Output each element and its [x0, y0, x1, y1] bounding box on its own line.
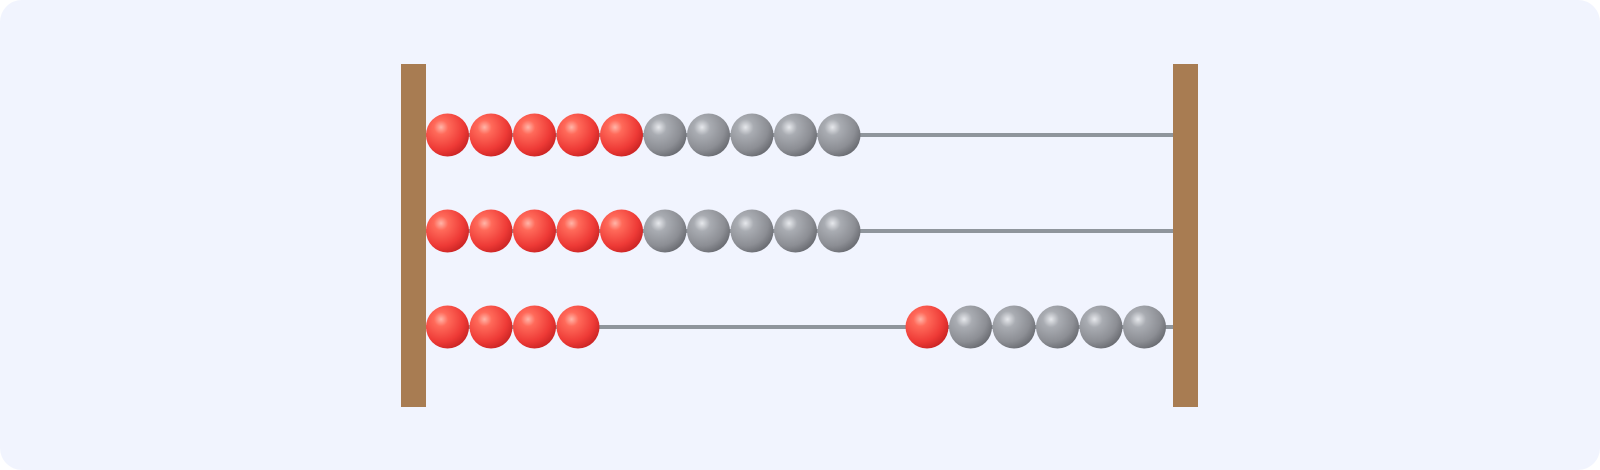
red-bead[interactable]	[556, 209, 600, 253]
red-bead[interactable]	[513, 113, 556, 157]
red-bead[interactable]	[600, 209, 643, 253]
gray-bead[interactable]	[1036, 305, 1079, 349]
gray-bead[interactable]	[643, 113, 687, 157]
gray-bead[interactable]	[687, 113, 730, 157]
gray-bead[interactable]	[774, 113, 817, 157]
red-bead[interactable]	[426, 305, 469, 349]
gray-bead[interactable]	[992, 305, 1036, 349]
gray-bead[interactable]	[1123, 305, 1166, 349]
gray-bead[interactable]	[774, 209, 817, 253]
red-bead[interactable]	[469, 305, 513, 349]
red-bead[interactable]	[513, 305, 556, 349]
right-frame-post	[1173, 64, 1198, 407]
red-bead[interactable]	[905, 305, 949, 349]
red-bead[interactable]	[600, 113, 643, 157]
red-bead[interactable]	[556, 113, 600, 157]
red-bead[interactable]	[426, 209, 469, 253]
gray-bead[interactable]	[730, 113, 774, 157]
red-bead[interactable]	[556, 305, 600, 349]
gray-bead[interactable]	[817, 113, 861, 157]
gray-bead[interactable]	[643, 209, 687, 253]
gray-bead[interactable]	[1079, 305, 1123, 349]
left-frame-post	[401, 64, 426, 407]
gray-bead[interactable]	[730, 209, 774, 253]
red-bead[interactable]	[469, 209, 513, 253]
red-bead[interactable]	[513, 209, 556, 253]
red-bead[interactable]	[426, 113, 469, 157]
gray-bead[interactable]	[817, 209, 861, 253]
gray-bead[interactable]	[949, 305, 992, 349]
red-bead[interactable]	[469, 113, 513, 157]
gray-bead[interactable]	[687, 209, 730, 253]
